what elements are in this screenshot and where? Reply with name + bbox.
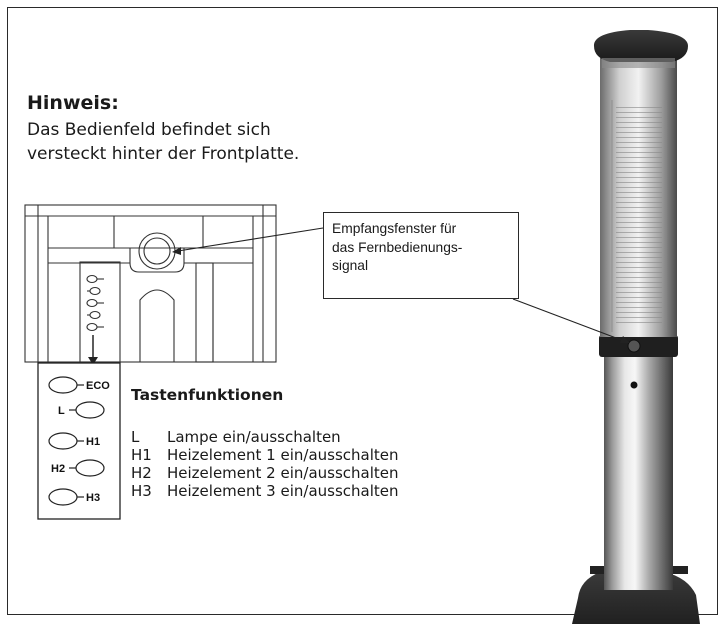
- function-text: Heizelement 2 ein/ausschalten: [167, 464, 399, 482]
- callout-line-3: signal: [332, 258, 369, 273]
- diagram-frame: [7, 7, 718, 615]
- note-title: Hinweis:: [27, 92, 119, 114]
- function-text: Heizelement 3 ein/ausschalten: [167, 482, 399, 500]
- receiver-window-callout: Empfangsfenster für das Fernbedienungs- …: [323, 212, 519, 299]
- panel-label-l: L: [58, 405, 65, 417]
- control-panel-sketch: [24, 204, 277, 365]
- panel-label-h2: H2: [51, 463, 65, 475]
- callout-leader-heater: [512, 298, 625, 342]
- function-key: L: [131, 428, 140, 446]
- function-row-l: L Lampe ein/ausschalten: [131, 428, 341, 446]
- panel-label-h3: H3: [86, 492, 100, 504]
- panel-label-h1: H1: [86, 436, 100, 448]
- function-text: Heizelement 1 ein/ausschalten: [167, 446, 399, 464]
- note-line-1: Das Bedienfeld befindet sich: [27, 120, 271, 140]
- panel-label-eco: ECO: [86, 380, 110, 392]
- function-text: Lampe ein/ausschalten: [167, 428, 341, 446]
- functions-title: Tastenfunktionen: [131, 386, 284, 404]
- function-row-h2: H2 Heizelement 2 ein/ausschalten: [131, 464, 399, 482]
- function-row-h1: H1 Heizelement 1 ein/ausschalten: [131, 446, 399, 464]
- note-line-2: versteckt hinter der Frontplatte.: [27, 144, 300, 164]
- callout-line-2: das Fernbedienungs-: [332, 239, 463, 255]
- callout-line-1: Empfangsfenster für: [332, 221, 457, 236]
- function-key: H3: [131, 482, 152, 500]
- callout-leader-panel: [177, 227, 324, 252]
- function-key: H1: [131, 446, 152, 464]
- patio-heater-illustration: [572, 30, 700, 624]
- function-row-h3: H3 Heizelement 3 ein/ausschalten: [131, 482, 399, 500]
- function-key: H2: [131, 464, 152, 482]
